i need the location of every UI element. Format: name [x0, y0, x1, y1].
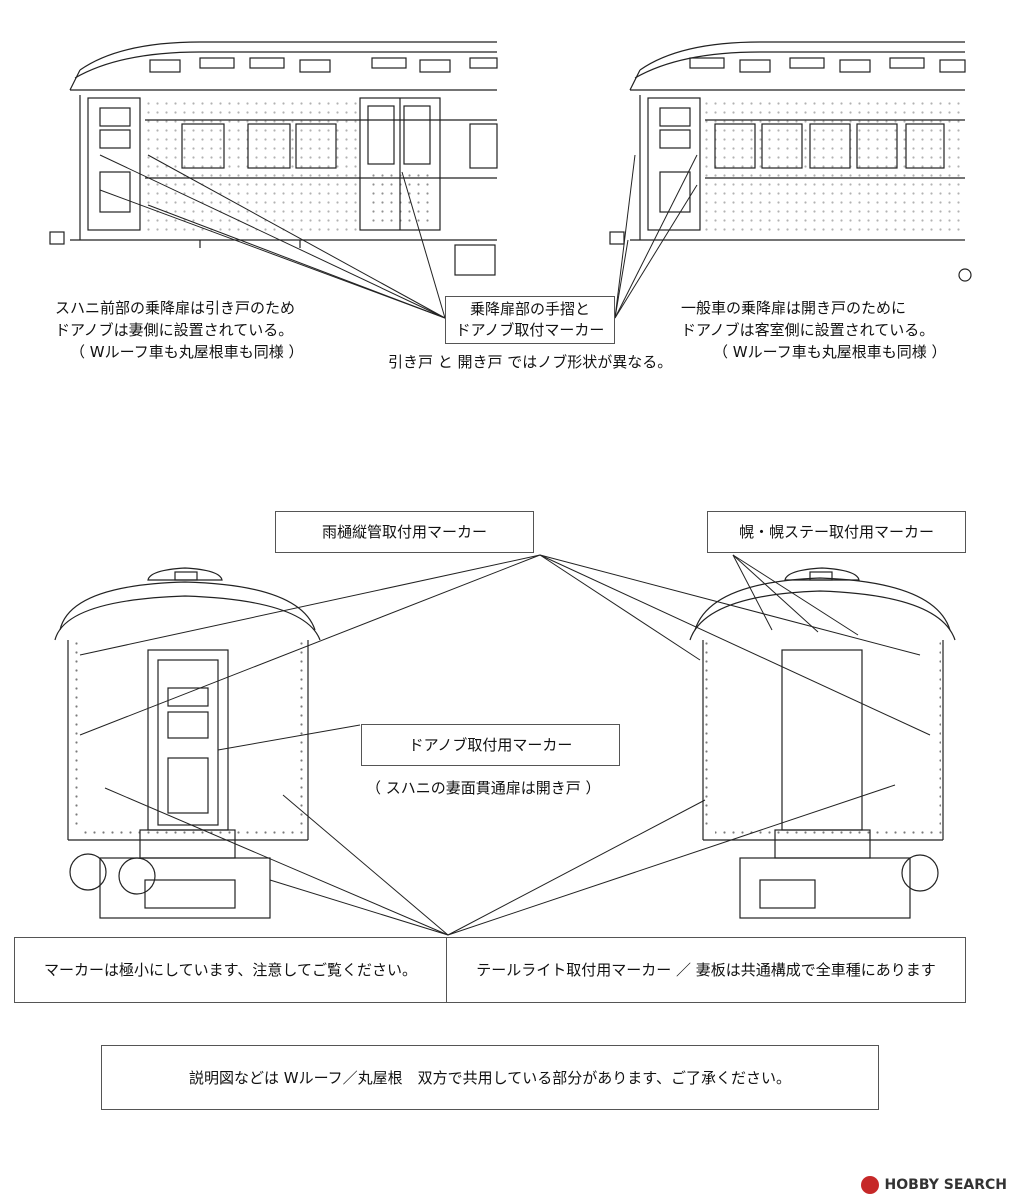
taillight-note-box: テールライト取付用マーカー ／ 妻板は共通構成で全車種にあります	[446, 937, 966, 1003]
left-note-line1: スハニ前部の乗降扉は引き戸のため	[55, 299, 296, 317]
left-note-line2: ドアノブは妻側に設置されている。	[55, 321, 294, 339]
small-marker-note: マーカーは極小にしています、注意してご覧ください。	[44, 961, 417, 979]
right-note-line2: ドアノブは客室側に設置されている。	[681, 321, 935, 339]
shared-note: 説明図などは Wルーフ／丸屋根 双方で共用している部分があります、ご了承ください…	[188, 1068, 792, 1087]
gutter-marker-box: 雨樋縦管取付用マーカー	[275, 511, 534, 553]
leader-lines-bottom	[79, 554, 931, 936]
shared-note-box: 説明図などは Wルーフ／丸屋根 双方で共用している部分があります、ご了承ください…	[101, 1045, 879, 1110]
small-marker-note-box: マーカーは極小にしています、注意してご覧ください。	[14, 937, 447, 1003]
leader-lines-top	[99, 154, 698, 319]
hood-marker-label: 幌・幌ステー取付用マーカー	[738, 523, 934, 541]
car-end-right	[689, 567, 956, 919]
watermark: HOBBY SEARCH	[860, 1176, 1007, 1194]
rivet-pattern	[145, 96, 360, 236]
knob-shape-note: 引き戸 と 開き戸 ではノブ形状が異なる。	[388, 353, 673, 371]
watermark-text: HOBBY SEARCH	[884, 1177, 1007, 1193]
taillight-note: テールライト取付用マーカー ／ 妻板は共通構成で全車種にあります	[476, 961, 936, 979]
hobbysearch-logo-icon	[860, 1176, 879, 1194]
doorknob-marker-label: ドアノブ取付用マーカー	[408, 736, 573, 754]
handrail-box-line2: ドアノブ取付マーカー	[455, 321, 605, 339]
gutter-marker-label: 雨樋縦管取付用マーカー	[321, 523, 487, 541]
left-note-line3: （ Wルーフ車も丸屋根車も同様 ）	[70, 343, 304, 361]
doorknob-marker-box: ドアノブ取付用マーカー	[361, 724, 620, 766]
right-note-line1: 一般車の乗降扉は開き戸のために	[681, 299, 907, 317]
hood-marker-box: 幌・幌ステー取付用マーカー	[707, 511, 966, 553]
car-end-left	[54, 567, 321, 919]
handrail-box-line1: 乗降扉部の手摺と	[469, 300, 590, 318]
right-note-line3: （ Wルーフ車も丸屋根車も同様 ）	[713, 343, 947, 361]
door-note: （ スハニの妻面貫通扉は開き戸 ）	[366, 779, 601, 797]
handrail-doorknob-marker-box: 乗降扉部の手摺と ドアノブ取付マーカー	[445, 296, 615, 344]
